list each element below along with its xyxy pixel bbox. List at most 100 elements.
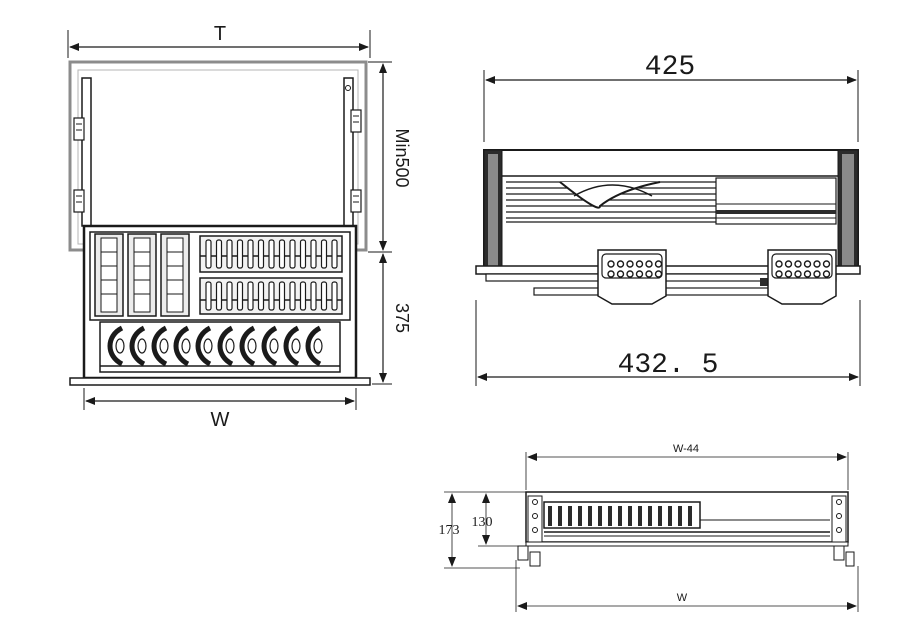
cup-pin (289, 239, 296, 269)
plate-slot (107, 325, 124, 367)
plate-slot-ring (203, 338, 213, 354)
cup-pin (331, 239, 338, 269)
rack-bar (668, 506, 672, 526)
small-front-view: W-44 1 (439, 443, 859, 612)
plate-slot-ring (115, 338, 125, 354)
rack-bar (548, 506, 552, 526)
base-panel (69, 377, 371, 386)
cup-pin (331, 281, 338, 311)
plate-slot-ring (225, 338, 235, 354)
rack-bar (688, 506, 692, 526)
cup-pin (236, 239, 244, 269)
dimension-label-w-small: W (677, 592, 688, 604)
clip-hole (645, 270, 653, 278)
basket (82, 224, 358, 380)
lower-rack-pins (205, 281, 338, 311)
plate-slot (129, 325, 146, 367)
rack-bar (658, 506, 662, 526)
side-view: 425 (475, 52, 861, 386)
plate-slot (305, 325, 322, 367)
dimension-w-44: W-44 (525, 443, 849, 490)
cup-pin (320, 281, 328, 311)
dimension-label-t: T (214, 23, 226, 45)
plate-slot-ring (291, 338, 301, 354)
cup-pin (247, 239, 254, 269)
clip-hole (803, 270, 812, 278)
rack-bar (638, 506, 642, 526)
clip-hole (654, 260, 663, 268)
plate-slot (239, 325, 256, 367)
cup-pin (205, 239, 212, 269)
clip-hole (645, 260, 653, 268)
cup-pin (299, 239, 307, 269)
clip-hole (813, 260, 821, 268)
cup-pin (205, 281, 212, 311)
clip-hole (616, 260, 625, 268)
plate-slot (261, 325, 278, 367)
clip-hole (803, 260, 812, 268)
cup-pin (268, 239, 275, 269)
plate-slot (217, 325, 234, 367)
cup-pin (247, 281, 254, 311)
dimension-width-top: T (67, 23, 371, 58)
cup-pin (278, 239, 286, 269)
dimension-label-173: 173 (439, 523, 460, 538)
dimension-label-w: W (211, 409, 230, 431)
cup-pin (268, 281, 275, 311)
clip-hole (822, 270, 831, 278)
cup-pin (278, 281, 286, 311)
dimension-label-w-44: W-44 (673, 443, 699, 455)
cup-pin (289, 281, 296, 311)
cup-pin (310, 239, 317, 269)
cup-pin (226, 281, 233, 311)
cup-pin (215, 239, 223, 269)
clip-hole (775, 270, 783, 278)
dimension-label-375: 375 (392, 303, 412, 333)
clip-hole (607, 260, 615, 268)
plate-slot-ring (159, 338, 169, 354)
cup-pin (257, 281, 265, 311)
clip-hole (626, 260, 634, 268)
rack-bar (598, 506, 602, 526)
cup-pin (320, 239, 328, 269)
clip-hole (775, 260, 783, 268)
rack-bar (678, 506, 682, 526)
clip-hole (654, 270, 663, 278)
clip-hole (784, 260, 793, 268)
rack-bar (588, 506, 592, 526)
plate-slot (195, 325, 212, 367)
plate-slots (107, 325, 323, 367)
rack-bar (648, 506, 652, 526)
clip-hole (616, 270, 625, 278)
rack-bar (618, 506, 622, 526)
dimension-173-130: 173 130 (439, 491, 526, 569)
clip-holes (607, 260, 831, 278)
clip-hole (822, 260, 831, 268)
cabinet-frame (68, 60, 368, 252)
rack-bar (578, 506, 582, 526)
plate-slot-ring (247, 338, 257, 354)
drawer-side (475, 149, 861, 305)
plate-slot (151, 325, 168, 367)
plate-slot-ring (269, 338, 279, 354)
small-rack-bars (548, 506, 692, 526)
dimension-width-bottom: W (83, 388, 357, 431)
rack-bar (558, 506, 562, 526)
plate-slot (283, 325, 300, 367)
dimension-label-min500: Min500 (392, 128, 412, 187)
small-drawer (517, 491, 855, 567)
cutting-board-rack (94, 233, 190, 317)
dimension-label-432-5: 432. 5 (618, 350, 719, 381)
dimension-w-small: W (515, 560, 859, 612)
cup-pin (226, 239, 233, 269)
rack-bar (568, 506, 572, 526)
plate-slot-ring (137, 338, 147, 354)
clip-hole (813, 270, 821, 278)
clip-hole (607, 270, 615, 278)
cup-pin (257, 239, 265, 269)
cup-pin (310, 281, 317, 311)
plate-slot-ring (313, 338, 323, 354)
cup-pin (215, 281, 223, 311)
upper-rack-pins (205, 239, 338, 269)
